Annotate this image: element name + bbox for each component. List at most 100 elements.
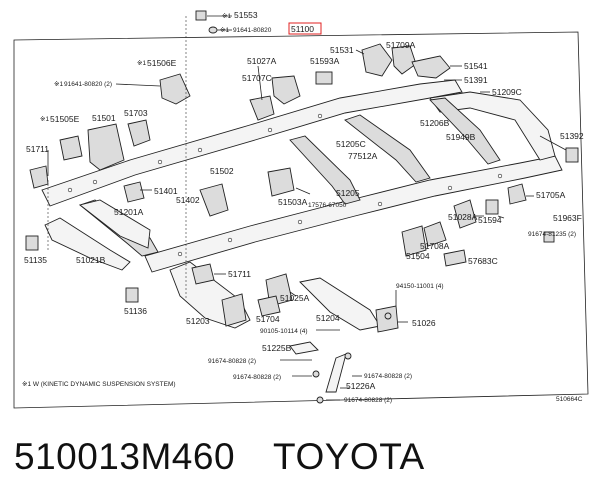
note-mark-3: ※1 (137, 60, 146, 67)
rail-holes (67, 113, 503, 257)
part-labels: ※1 51553 ※1 91641-80820 51100 51531 5170… (22, 10, 584, 404)
crossmember-arm (429, 97, 501, 165)
mount-51531 (361, 43, 393, 77)
brand-name: TOYOTA (273, 436, 425, 477)
bolt-91641 (208, 26, 218, 34)
bolt-94150 (384, 312, 392, 320)
crossmember-rear (344, 114, 431, 183)
front-arm-2 (78, 199, 151, 249)
label-51708A[interactable]: 51708A (420, 241, 450, 251)
label-51226A[interactable]: 51226A (346, 381, 376, 391)
label-51503A[interactable]: 51503A (278, 197, 308, 207)
label-51707C[interactable]: 51707C (242, 73, 272, 83)
link-51226A (325, 353, 347, 393)
bracket-51028A (453, 199, 477, 229)
leader-lines (47, 15, 567, 401)
bracket-51027A (271, 75, 301, 105)
label-90105-10114-4[interactable]: 90105-10114 (4) (260, 328, 308, 335)
bracket-51709A (391, 45, 417, 75)
label-51205[interactable]: 51205 (336, 188, 360, 198)
label-51021B[interactable]: 51021B (76, 255, 106, 265)
bracket-51711-left (29, 165, 49, 189)
label-51206B[interactable]: 51206B (420, 118, 450, 128)
label-51949B[interactable]: 51949B (446, 132, 476, 142)
bolt-91674-a (312, 370, 320, 378)
mount-51503A (267, 167, 295, 197)
diagram-border (13, 31, 589, 409)
cap-51392 (565, 147, 579, 163)
label-51711-left[interactable]: 51711 (26, 144, 49, 154)
label-51026[interactable]: 51026 (412, 318, 436, 328)
label-51709A[interactable]: 51709A (386, 40, 416, 50)
bracket-51708A (423, 221, 447, 247)
bracket-51711-mid (191, 263, 215, 285)
mount-51704 (257, 295, 281, 317)
bolt-91674-c (344, 352, 352, 360)
bracket-51136 (125, 287, 139, 303)
label-51593A[interactable]: 51593A (310, 56, 340, 66)
bracket-51506E (159, 73, 191, 105)
label-51553[interactable]: 51553 (234, 10, 258, 20)
mount-51505E (59, 135, 83, 161)
label-91674-80828-2-c[interactable]: 91674-80828 (2) (364, 373, 412, 380)
bracket-51402 (199, 183, 229, 217)
label-17576-67050[interactable]: 17576-67050 (308, 202, 347, 209)
label-51541[interactable]: 51541 (464, 61, 488, 71)
bolt-91674-d (316, 396, 324, 404)
label-94150-11001-4[interactable]: 94150-11001 (4) (396, 283, 444, 290)
note-mark-1: ※1 (222, 13, 231, 20)
bracket-51401 (123, 181, 145, 203)
label-51704[interactable]: 51704 (256, 314, 280, 324)
label-51135[interactable]: 51135 (24, 255, 47, 265)
label-51501[interactable]: 51501 (92, 113, 116, 123)
label-51392[interactable]: 51392 (560, 131, 584, 141)
label-51401[interactable]: 51401 (154, 186, 178, 196)
label-51711-mid[interactable]: 51711 (228, 269, 251, 279)
label-51703[interactable]: 51703 (124, 108, 148, 118)
label-51391[interactable]: 51391 (464, 75, 488, 85)
label-51506E[interactable]: 51506E (147, 58, 177, 68)
bracket-51594 (485, 199, 499, 215)
label-91641-80820-2[interactable]: 91641-80820 (2) (64, 81, 112, 88)
label-51594[interactable]: 51594 (478, 215, 502, 225)
footnote: ※1 W (KINETIC DYNAMIC SUSPENSION SYSTEM) (22, 381, 176, 388)
label-51504[interactable]: 51504 (406, 251, 430, 261)
label-91674-80828-2-d[interactable]: 91674-80828 (2) (344, 397, 392, 404)
mount-51541 (411, 55, 451, 79)
label-51028A[interactable]: 51028A (448, 212, 478, 222)
label-51505E[interactable]: 51505E (50, 114, 80, 124)
note-mark-4: ※1 (54, 81, 63, 88)
drawing-number: 510664C (556, 396, 583, 403)
label-51963F[interactable]: 51963F (553, 213, 582, 223)
label-51100[interactable]: 51100 (291, 24, 314, 34)
brackets (25, 10, 579, 404)
label-57683C[interactable]: 57683C (468, 256, 498, 266)
right-frame-rail (144, 155, 563, 273)
note-mark-2: ※1 (220, 27, 229, 34)
label-51531[interactable]: 51531 (330, 45, 354, 55)
crossmember-center (289, 135, 361, 205)
left-frame-rail (41, 79, 463, 207)
label-91674-80828-2-b[interactable]: 91674-80828 (2) (233, 374, 281, 381)
label-51201A[interactable]: 51201A (114, 207, 144, 217)
label-51027A[interactable]: 51027A (247, 56, 277, 66)
label-77512A[interactable]: 77512A (348, 151, 378, 161)
label-51204[interactable]: 51204 (316, 313, 340, 323)
label-51225B[interactable]: 51225B (262, 343, 292, 353)
label-51203[interactable]: 51203 (186, 316, 210, 326)
label-91641-80820-top[interactable]: 91641-80820 (233, 27, 272, 34)
label-51205C[interactable]: 51205C (336, 139, 366, 149)
label-51209C[interactable]: 51209C (492, 87, 522, 97)
label-51502[interactable]: 51502 (210, 166, 234, 176)
label-91674-81235-2[interactable]: 91674-81235 (2) (528, 231, 576, 238)
bracket-51705A (507, 183, 527, 205)
mount-51203 (221, 293, 247, 327)
bracket-51707C (249, 95, 275, 121)
label-51136[interactable]: 51136 (124, 306, 147, 316)
label-51402[interactable]: 51402 (176, 195, 200, 205)
label-51025A[interactable]: 51025A (280, 293, 310, 303)
label-91674-80828-2-a[interactable]: 91674-80828 (2) (208, 358, 256, 365)
label-51705A[interactable]: 51705A (536, 190, 566, 200)
frame-assembly (41, 79, 563, 331)
